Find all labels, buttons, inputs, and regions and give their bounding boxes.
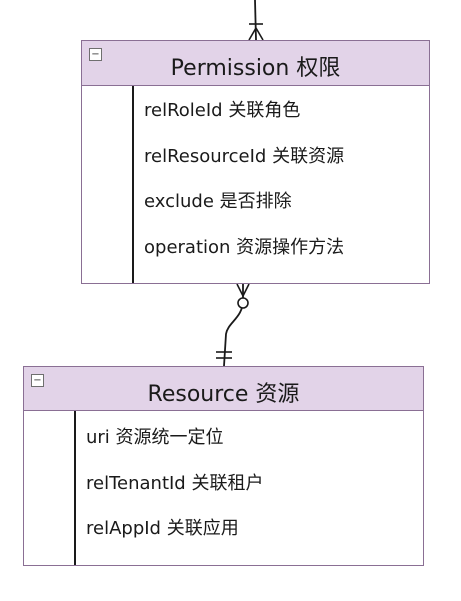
permission-entity-title: Permission 权限 bbox=[170, 56, 341, 81]
resource-key-column-divider bbox=[74, 411, 76, 565]
permission-field-exclude: exclude 是否排除 bbox=[144, 191, 292, 212]
resource-entity-title: Resource 资源 bbox=[147, 382, 300, 407]
permission-field-operation: operation 资源操作方法 bbox=[144, 237, 345, 258]
resource-field-relappid: relAppId 关联应用 bbox=[86, 518, 239, 539]
resource-entity-header: − Resource 资源 bbox=[24, 367, 423, 411]
permission-resource-relationship-line bbox=[223, 284, 244, 367]
crows-foot-many-marker bbox=[248, 23, 264, 41]
collapse-icon[interactable]: − bbox=[89, 48, 102, 61]
zero-or-many-marker bbox=[236, 283, 250, 309]
permission-field-relroleid: relRoleId 关联角色 bbox=[144, 100, 301, 121]
resource-field-reltenantid: relTenantId 关联租户 bbox=[86, 473, 264, 494]
resource-field-uri: uri 资源统一定位 bbox=[86, 427, 224, 448]
permission-entity[interactable]: − Permission 权限 relRoleId 关联角色 relResour… bbox=[81, 40, 430, 284]
resource-entity[interactable]: − Resource 资源 uri 资源统一定位 relTenantId 关联租… bbox=[23, 366, 424, 566]
collapse-icon[interactable]: − bbox=[31, 374, 44, 387]
one-and-only-one-marker bbox=[216, 351, 232, 359]
permission-key-column-divider bbox=[132, 86, 134, 283]
permission-entity-header: − Permission 权限 bbox=[82, 41, 429, 86]
incoming-relationship-line bbox=[254, 0, 257, 41]
permission-field-relresourceid: relResourceId 关联资源 bbox=[144, 146, 345, 167]
